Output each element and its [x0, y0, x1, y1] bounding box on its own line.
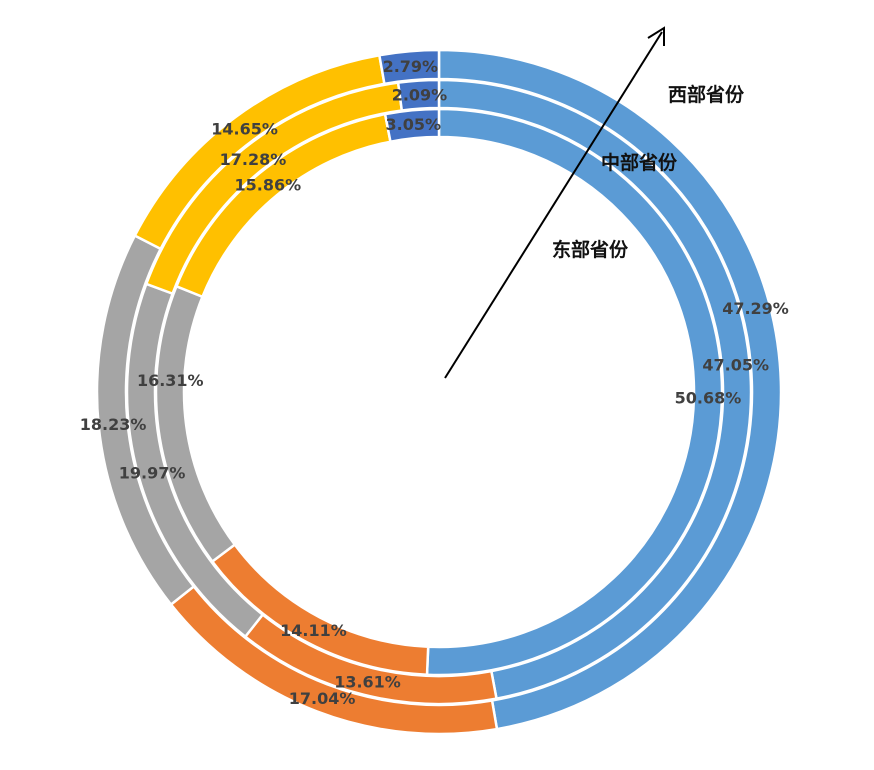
- ring-segments: [95, 48, 783, 736]
- data-label: 14.11%: [280, 621, 347, 640]
- data-label: 15.86%: [234, 176, 301, 195]
- data-label: 14.65%: [211, 119, 278, 138]
- data-labels: 47.29% 17.04% 18.23% 14.65% 2.79% 47.05% 13.61…: [80, 57, 789, 708]
- ring-label-outer: 西部省份: [668, 83, 745, 106]
- data-label: 17.28%: [220, 150, 287, 169]
- direction-arrow: [444, 26, 665, 379]
- data-label: 47.05%: [702, 355, 769, 374]
- data-label: 16.31%: [137, 371, 204, 390]
- data-label: 17.04%: [289, 689, 356, 708]
- ring-label-inner: 东部省份: [552, 238, 629, 261]
- data-label: 2.79%: [383, 57, 439, 76]
- data-label: 13.61%: [334, 672, 401, 691]
- data-label: 50.68%: [675, 389, 742, 408]
- data-label: 18.23%: [80, 415, 147, 434]
- ring-segment-2-4: [383, 107, 441, 144]
- data-label: 19.97%: [119, 464, 186, 483]
- data-label: 47.29%: [722, 299, 789, 318]
- ring-label-middle: 中部省份: [601, 151, 678, 174]
- data-label: 2.09%: [392, 86, 448, 105]
- data-label: 3.05%: [386, 115, 442, 134]
